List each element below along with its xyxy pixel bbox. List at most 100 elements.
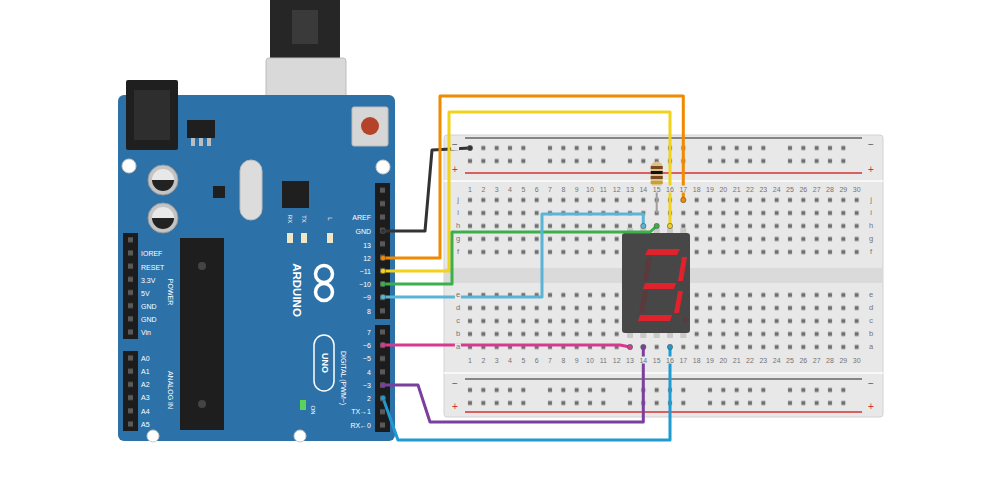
column-number: 19 [705,186,715,193]
breadboard-body [465,172,862,174]
column-number: 17 [678,186,688,193]
rail-sign: + [451,165,459,175]
column-number: 26 [798,186,808,193]
column-number: 16 [665,357,675,364]
breadboard-body [703,142,770,168]
column-number: 7 [547,357,553,364]
column-number: 28 [825,186,835,193]
voltage-regulator [187,120,225,198]
pin-headers [123,233,138,339]
row-letter: e [868,291,874,299]
seven-segment-display [645,249,680,255]
resistor-symbol [651,166,663,169]
column-number: 21 [732,357,742,364]
row-letter: c [455,317,461,325]
pin-label: ~5 [363,355,371,362]
rail-sign: + [867,402,875,412]
breadboard-body [444,135,883,417]
column-number: 8 [560,186,566,193]
status-leds [301,233,307,243]
crystal [240,160,262,220]
seven-segment-display [678,257,687,281]
board-label: UNO [320,353,329,373]
breadboard-body [703,384,770,410]
row-letter: d [455,304,461,312]
capacitors [148,165,178,233]
pin-label: Vin [141,329,151,336]
pin-headers [375,325,390,432]
row-letter: f [456,248,460,256]
pin-headers [123,351,138,431]
column-number: 27 [812,357,822,364]
arduino-board: AREFGND1312~11~10~987~6~54~32TX→1RX←0DIG… [118,95,395,441]
column-number: 15 [652,357,662,364]
seven-segment-display [643,283,676,289]
breadboard-body [623,384,690,410]
jumper-wire [383,214,643,297]
power-jack [126,80,178,150]
column-number: 16 [665,186,675,193]
wire-end [380,255,385,260]
wire-end [627,344,632,349]
column-number: 12 [612,357,622,364]
arduino-logo [316,266,333,283]
column-number: 24 [772,186,782,193]
row-letter: e [455,291,461,299]
arduino-logo [316,284,333,301]
column-number: 18 [692,357,702,364]
row-letter: d [868,304,874,312]
column-number: 20 [718,186,728,193]
column-number: 7 [547,186,553,193]
breadboard-body [444,372,883,374]
seven-segment-display [674,291,683,313]
column-number: 1 [467,357,473,364]
board-label: ANALOG IN [167,371,174,409]
status-leds [287,233,333,410]
capacitors [152,180,174,191]
usb-chip [282,181,309,208]
led-label: L [327,217,333,220]
rail-sign: + [867,165,875,175]
breadboard-body [783,142,850,168]
column-number: 19 [705,357,715,364]
column-number: 10 [585,186,595,193]
wire-end [380,382,385,387]
breadboard-body [465,411,862,413]
power-jack [126,80,178,150]
pin-label: RX←0 [350,422,371,429]
seven-segment-display [622,228,690,338]
board-label: DIGITAL (PWM~) [340,351,347,405]
row-letter: h [455,222,461,230]
pin-label: GND [141,303,157,310]
pin-label: A5 [141,421,150,428]
row-letter: j [869,196,873,204]
row-letter: i [456,209,460,217]
capacitors [152,207,174,229]
microcontroller-chip [198,400,206,408]
row-letter: g [868,235,874,243]
pin-headers [123,351,138,431]
column-number: 18 [692,186,702,193]
row-letter: c [868,317,874,325]
pin-label: ~10 [359,281,371,288]
column-number: 26 [798,357,808,364]
column-number: 9 [574,357,580,364]
row-letter: i [869,209,873,217]
pin-label: 12 [363,255,371,262]
column-number: 21 [732,186,742,193]
rail-sign: + [451,402,459,412]
arduino-uno-board [294,430,306,442]
column-number: 29 [838,357,848,364]
column-number: 28 [825,357,835,364]
pin-label: A1 [141,368,150,375]
column-number: 30 [852,357,862,364]
usb-cable [292,10,318,44]
breadboard-body [783,384,850,410]
capacitors [148,165,178,195]
pin-label: IOREF [141,250,162,257]
pin-label: GND [355,228,371,235]
column-number: 22 [745,357,755,364]
row-letter: f [869,248,873,256]
microcontroller-chip [180,238,224,430]
pin-label: RESET [141,264,164,271]
